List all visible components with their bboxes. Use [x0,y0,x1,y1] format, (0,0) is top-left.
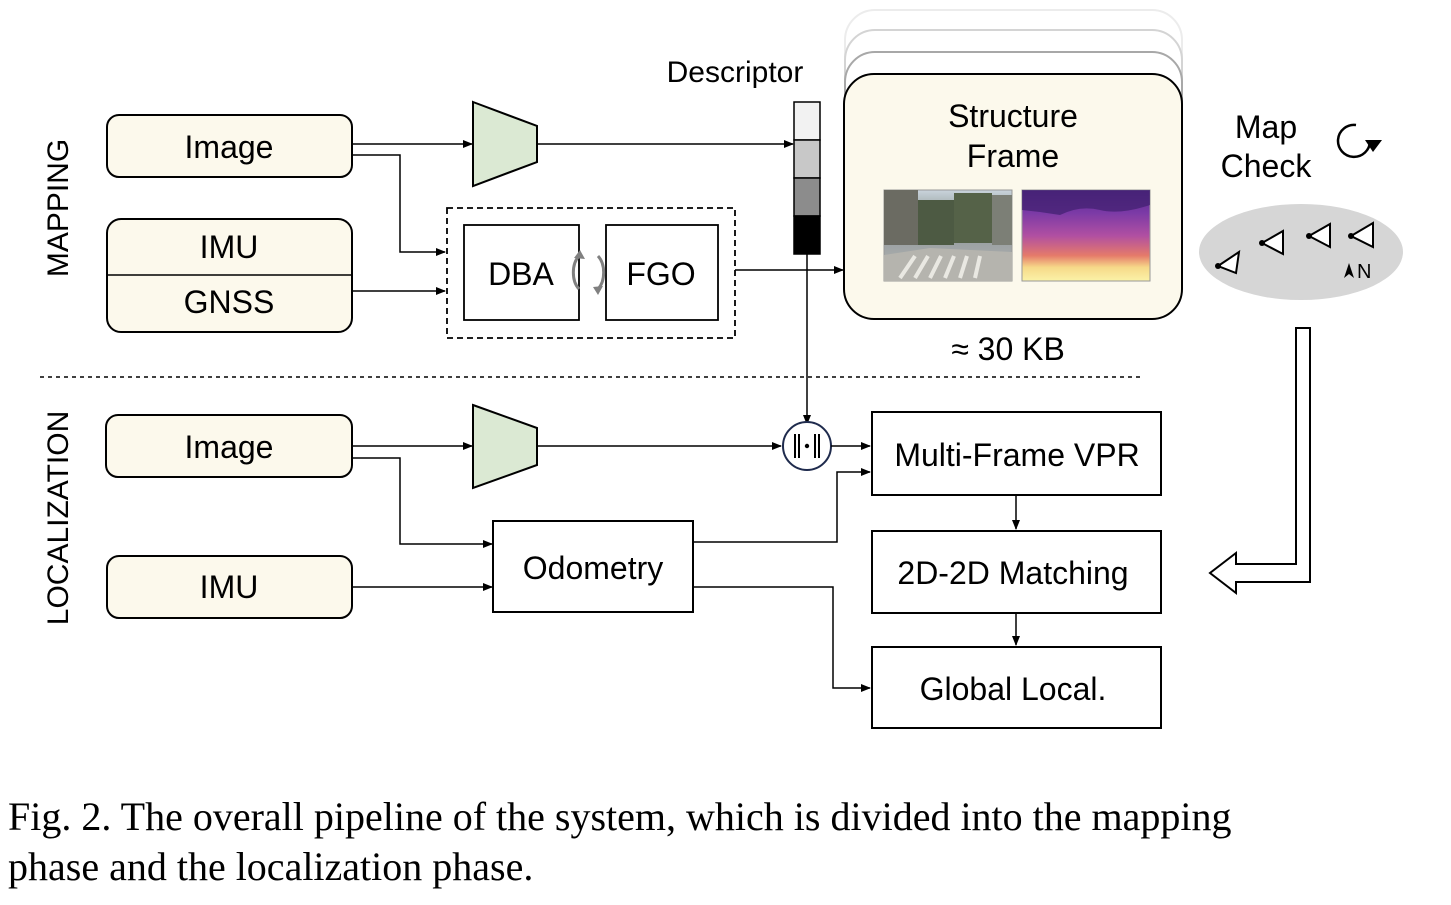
frame-size-label: ≈ 30 KB [951,331,1065,367]
descriptor-vector [793,101,821,255]
concat-operator-icon [782,421,832,471]
dba-box [463,224,580,321]
exchange-icon [571,250,606,295]
arrow-odometry-to-vpr [693,468,871,543]
pipeline-diagram: MAPPING Image IMU GNSS DBA FGO Descripto… [40,9,1403,729]
caption-line-1: Fig. 2. The overall pipeline of the syst… [8,794,1232,839]
mapping-imu-label: IMU [200,229,259,265]
vpr-box [871,411,1162,496]
mapping-gnss-label: GNSS [184,284,275,320]
dba-label: DBA [488,256,554,292]
map-check-label-2: Check [1221,148,1313,184]
map-pose-icons [1215,221,1374,275]
vpr-label: Multi-Frame VPR [894,437,1139,473]
fgo-box [605,224,719,321]
north-arrow-icon [1344,263,1354,278]
map-to-matching-arrow [1208,327,1311,596]
figure-caption: Fig. 2. The overall pipeline of the syst… [8,792,1448,892]
north-label: N [1357,261,1371,283]
caption-line-2: phase and the localization phase. [8,844,534,889]
localization-phase-label: LOCALIZATION [42,411,75,625]
optimization-dashed-box [446,207,736,339]
global-localization-box [871,646,1162,729]
arrow-image-to-dba [352,154,446,256]
rgb-image-thumbnail [883,189,1013,282]
structure-frame-title-1: Structure [948,98,1078,134]
mapping-encoder-icon [472,100,538,188]
refresh-icon [1336,123,1382,159]
structure-frame-title-2: Frame [967,138,1059,174]
odometry-label: Odometry [523,550,663,586]
global-localization-label: Global Local. [920,671,1107,707]
map-check-label-1: Map [1235,109,1297,145]
arrow-loc-image-to-odometry [352,457,493,548]
matching-label: 2D-2D Matching [897,555,1128,591]
map-pose-dots [1215,233,1354,269]
localization-imu-label: IMU [200,569,259,605]
mapping-phase-label: MAPPING [42,139,75,277]
mapping-image-label: Image [185,129,274,165]
map-poses-area [1199,204,1403,300]
arrow-odometry-to-global [693,586,871,692]
odometry-box [492,520,694,613]
localization-encoder-icon [472,403,538,490]
localization-image-label: Image [185,429,274,465]
descriptor-label: Descriptor [667,56,804,89]
mapping-image-box [106,114,353,178]
fgo-label: FGO [626,256,695,292]
matching-box [871,530,1162,614]
depth-map-thumbnail [1021,189,1151,282]
